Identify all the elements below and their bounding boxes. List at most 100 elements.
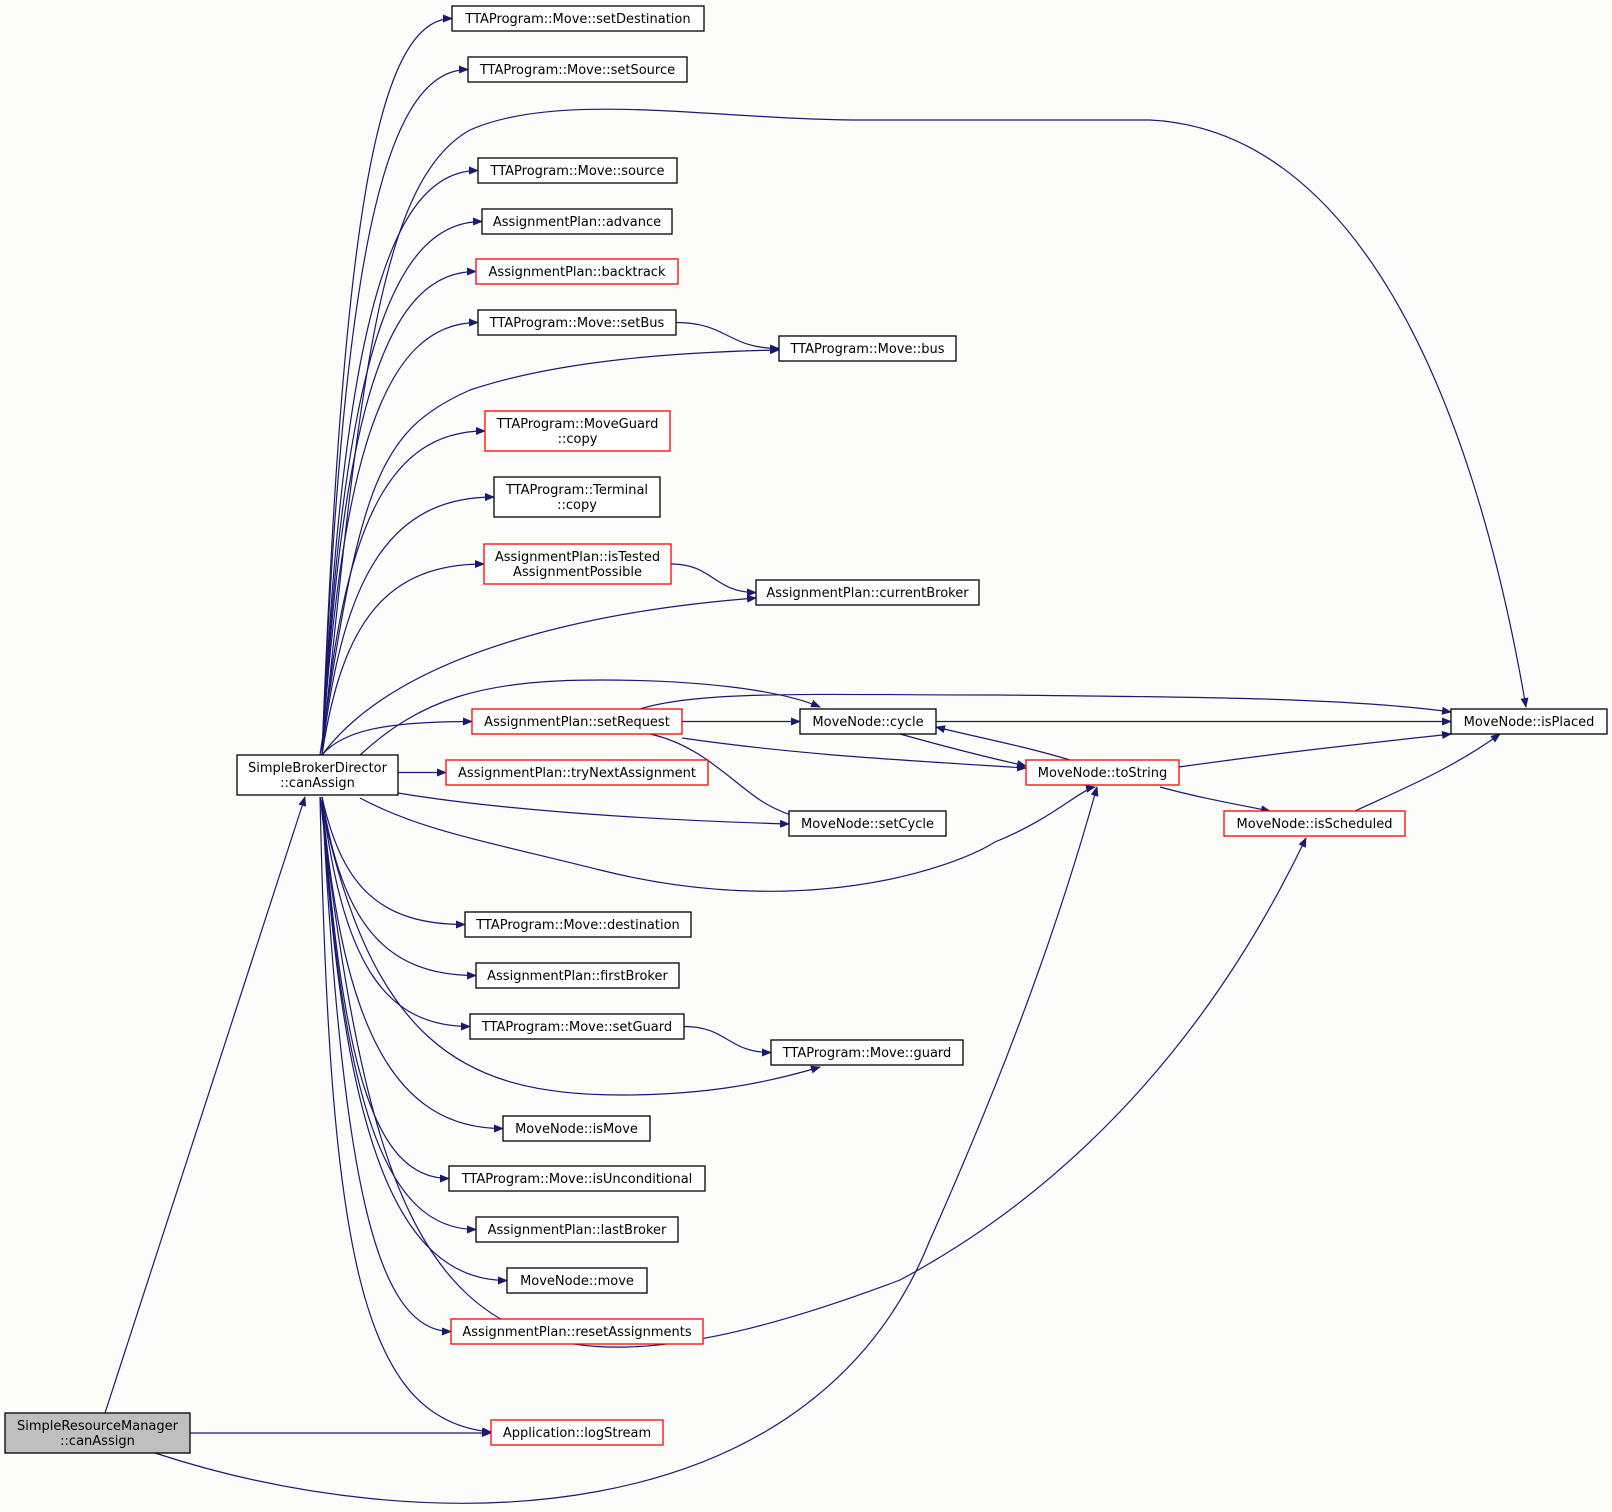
edge-sbd-to-cycle — [359, 679, 821, 756]
node-bus[interactable]: TTAProgram::Move::bus — [778, 335, 957, 362]
node-box — [770, 1039, 964, 1066]
node-label: TTAProgram::MoveGuard — [496, 417, 659, 432]
edge-sbd-to-setBus — [321, 318, 479, 756]
node-label: AssignmentPlan::lastBroker — [488, 1223, 667, 1238]
node-label: MoveNode::isScheduled — [1237, 817, 1393, 832]
node-label: MoveNode::cycle — [812, 715, 923, 730]
edge-sbd-to-setRequest — [321, 717, 473, 756]
node-mgcopy[interactable]: TTAProgram::MoveGuard::copy — [484, 410, 671, 452]
edge-cycle-to-toString — [899, 733, 1027, 768]
node-label: TTAProgram::Move::setGuard — [481, 1020, 672, 1035]
node-box — [477, 157, 678, 184]
edge-sbd-to-isScheduled — [319, 796, 1307, 1348]
node-box — [471, 708, 683, 735]
node-label: SimpleResourceManager — [17, 1419, 179, 1434]
node-isPlaced[interactable]: MoveNode::isPlaced — [1450, 708, 1608, 735]
node-isUncond[interactable]: TTAProgram::Move::isUnconditional — [448, 1165, 706, 1192]
edge-toString-to-isScheduled — [1159, 786, 1271, 814]
node-setCycle[interactable]: MoveNode::setCycle — [788, 810, 947, 837]
node-advance[interactable]: AssignmentPlan::advance — [481, 208, 673, 235]
edge-sbd-to-reset — [321, 796, 452, 1336]
edge-sbd-to-logStream — [319, 796, 492, 1436]
edge-root-to-sbd — [104, 796, 307, 1414]
node-currentBroker[interactable]: AssignmentPlan::currentBroker — [755, 579, 980, 606]
node-box — [448, 1165, 706, 1192]
node-isScheduled[interactable]: MoveNode::isScheduled — [1223, 810, 1406, 837]
node-box — [451, 5, 705, 32]
node-box — [4, 1412, 191, 1454]
edge-sbd-to-isMove — [321, 796, 504, 1133]
node-box — [450, 1318, 704, 1345]
edge-sbd-to-mgcopy — [321, 427, 486, 756]
edge-sbd-to-lastBroker — [321, 796, 477, 1234]
edge-sbd-to-move — [321, 796, 508, 1285]
node-box — [464, 911, 692, 938]
edge-sbd-to-setGuard — [321, 796, 471, 1031]
node-guard[interactable]: TTAProgram::Move::guard — [770, 1039, 964, 1066]
node-box — [1025, 759, 1180, 786]
node-lastBroker[interactable]: AssignmentPlan::lastBroker — [475, 1216, 679, 1243]
node-box — [484, 410, 671, 452]
edge-setRequest-to-setCycle — [649, 733, 801, 820]
node-box — [445, 759, 709, 786]
node-label: AssignmentPlan::backtrack — [489, 265, 666, 280]
node-label: TTAProgram::Move::bus — [789, 342, 944, 357]
node-logStream[interactable]: Application::logStream — [490, 1419, 664, 1446]
edge-sbd-to-source — [321, 166, 479, 756]
node-label: AssignmentPlan::tryNextAssignment — [458, 766, 696, 781]
edge-sbd-to-isUncond — [321, 796, 450, 1183]
node-source[interactable]: TTAProgram::Move::source — [477, 157, 678, 184]
edge-sbd-to-setSource — [321, 65, 469, 756]
node-box — [1223, 810, 1406, 837]
node-setSource[interactable]: TTAProgram::Move::setSource — [467, 56, 688, 83]
edge-toString-to-isPlaced — [1178, 731, 1452, 768]
node-box — [490, 1419, 664, 1446]
edge-sbd-to-destination — [321, 796, 466, 929]
node-label: TTAProgram::Move::source — [490, 164, 665, 179]
node-box — [502, 1115, 651, 1142]
node-sbd[interactable]: SimpleBrokerDirector::canAssign — [236, 754, 399, 796]
node-label: ::canAssign — [60, 1434, 135, 1449]
node-isTested[interactable]: AssignmentPlan::isTestedAssignmentPossib… — [483, 543, 672, 585]
node-box — [493, 476, 661, 518]
node-box — [475, 1216, 679, 1243]
node-label: TTAProgram::Move::isUnconditional — [461, 1172, 693, 1187]
node-label: AssignmentPlan::isTested — [495, 550, 660, 565]
node-toString[interactable]: MoveNode::toString — [1025, 759, 1180, 786]
node-box — [469, 1013, 685, 1040]
node-root[interactable]: SimpleResourceManager::canAssign — [4, 1412, 191, 1454]
node-label: MoveNode::isPlaced — [1464, 715, 1595, 730]
node-termcopy[interactable]: TTAProgram::Terminal::copy — [493, 476, 661, 518]
node-box — [788, 810, 947, 837]
node-setRequest[interactable]: AssignmentPlan::setRequest — [471, 708, 683, 735]
edge-setBus-to-bus — [675, 321, 780, 353]
node-reset[interactable]: AssignmentPlan::resetAssignments — [450, 1318, 704, 1345]
edge-sbd-to-setCycle — [397, 792, 790, 828]
node-label: TTAProgram::Move::setSource — [479, 63, 675, 78]
edge-toString-to-cycle — [935, 725, 1071, 761]
edge-setRequest-to-isPlaced — [639, 693, 1452, 715]
node-label: ::copy — [557, 498, 597, 513]
node-destination[interactable]: TTAProgram::Move::destination — [464, 911, 692, 938]
node-isMove[interactable]: MoveNode::isMove — [502, 1115, 651, 1142]
node-box — [483, 543, 672, 585]
edge-setRequest-to-toString — [681, 737, 1027, 772]
edge-sbd-to-currentBroker — [321, 594, 757, 756]
node-move[interactable]: MoveNode::move — [506, 1267, 648, 1294]
node-tryNext[interactable]: AssignmentPlan::tryNextAssignment — [445, 759, 709, 786]
node-label: TTAProgram::Move::destination — [475, 918, 680, 933]
edge-sbd-to-toString — [359, 784, 1096, 892]
node-label: AssignmentPlan::firstBroker — [487, 969, 668, 984]
node-label: AssignmentPlan::resetAssignments — [462, 1325, 691, 1340]
nodes-layer: SimpleResourceManager::canAssign SimpleBr… — [4, 5, 1608, 1454]
node-setDestination[interactable]: TTAProgram::Move::setDestination — [451, 5, 705, 32]
node-backtrack[interactable]: AssignmentPlan::backtrack — [475, 258, 679, 285]
node-setGuard[interactable]: TTAProgram::Move::setGuard — [469, 1013, 685, 1040]
node-cycle[interactable]: MoveNode::cycle — [799, 708, 937, 735]
node-label: AssignmentPossible — [513, 565, 642, 580]
node-firstBroker[interactable]: AssignmentPlan::firstBroker — [475, 962, 680, 989]
node-box — [481, 208, 673, 235]
node-label: MoveNode::isMove — [515, 1122, 638, 1137]
edge-sbd-to-backtrack — [321, 267, 477, 756]
node-setBus[interactable]: TTAProgram::Move::setBus — [477, 309, 677, 336]
